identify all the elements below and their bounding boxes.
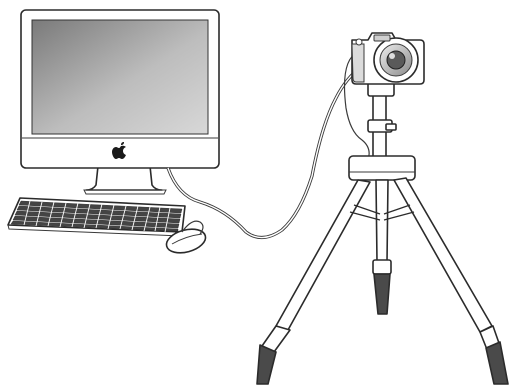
camera-lens-icon <box>387 51 405 69</box>
monitor-stand <box>86 166 162 190</box>
tripod-leg-left <box>276 180 370 330</box>
tripod-foot-right <box>486 342 508 384</box>
tripod-head <box>349 156 415 180</box>
tripod-foot-left <box>257 345 276 384</box>
tripod <box>257 94 508 384</box>
monitor <box>21 10 219 194</box>
camera <box>352 33 424 96</box>
keyboard <box>8 198 185 236</box>
tripod-leg-middle <box>376 180 388 262</box>
monitor-screen <box>32 20 208 134</box>
tripod-foot-middle <box>374 274 390 314</box>
tripod-leg-right <box>394 178 492 332</box>
